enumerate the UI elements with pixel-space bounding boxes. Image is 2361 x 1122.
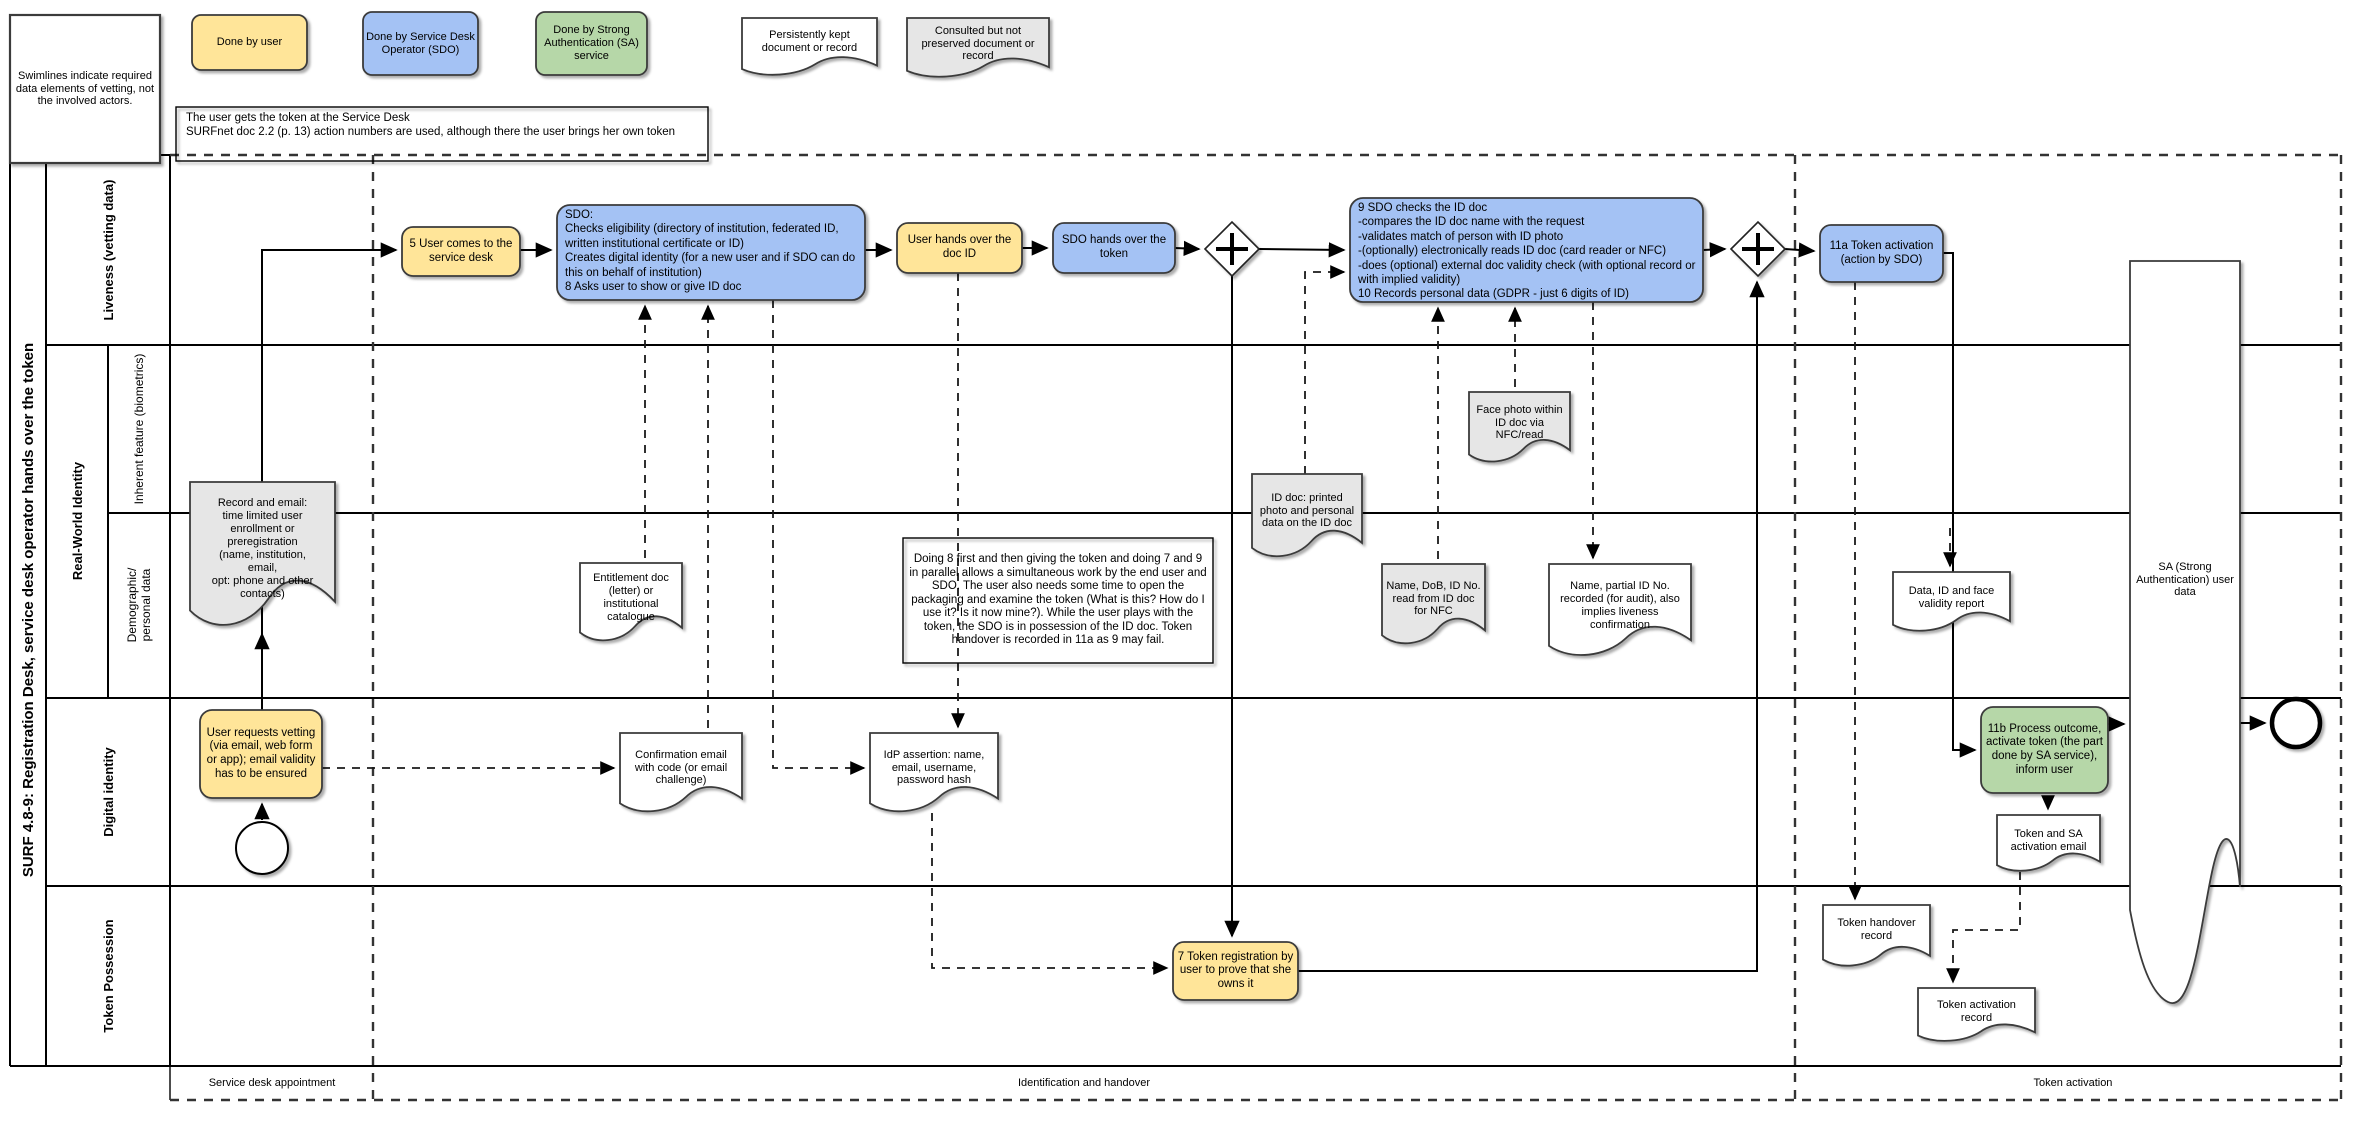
task-sdo-hands-label: SDO hands over the token [1061,234,1167,260]
doc-validity-report [1892,571,2011,632]
task-user-requests-label: User requests vetting (via email, web fo… [206,726,316,780]
phase-label-service-desk: Service desk appointment [208,1076,336,1089]
task-9-label: 9 SDO checks the ID doc -compares the ID… [1358,202,1696,301]
legend-kept-doc: Persistently kept document or record [761,29,858,54]
legend-consulted-doc-shape [906,17,1050,78]
doc-entitlement [579,562,683,642]
legend-consulted-doc: Consulted but not preserved document or … [921,24,1035,63]
legend-done-by-sa-box [535,11,648,76]
task-user-requests-vetting [199,709,323,799]
doc-validity-report-label: Data, ID and face validity report [1908,585,1995,610]
doc-record-and-email [189,481,336,626]
shapes [8,11,2323,1042]
assoc-email-to-activation-record [1946,872,2021,984]
legend-kept-doc-shape [741,17,878,76]
task-11b-process-outcome [1980,706,2109,794]
doc-name-dob-label: Name, DoB, ID No. read from ID doc for N… [1386,579,1481,618]
legend-done-by-user-box [191,14,308,71]
task-sdo-checks-eligibility [556,204,866,301]
doc-id-doc-label: ID doc: printed photo and personal data … [1259,491,1355,530]
task-sdo-checks-label: SDO: Checks eligibility (directory of in… [565,209,856,293]
task-7-label: 7 Token registration by user to prove th… [1177,950,1294,990]
task-9-sdo-checks-id [1349,197,1704,303]
legend-done-by-user: Done by user [216,36,283,49]
lane-label-liveness: Liveness (vetting data) [100,179,116,321]
swimlane-note: Swimlines indicate required data element… [15,69,155,108]
flow-request-to-t5 [261,242,398,710]
task-7-token-registration [1172,941,1299,1001]
assoc-idp-to-t7 [931,813,1169,975]
flow-gw1-to-t9 [1258,242,1346,258]
sequence-flows [254,240,2267,972]
legend-done-by-sa: Done by Strong Authentication (SA) servi… [544,24,639,62]
pool-title: SURF 4.8-9: Registration Desk, service d… [19,342,37,878]
lane-label-token: Token Possession [100,919,116,1033]
doc-idp-assertion-label: IdP assertion: name, email, username, pa… [883,748,985,787]
doc-handover-record-label: Token handover record [1837,917,1916,942]
lane-label-inherent: Inherent feature (biometrics) [132,353,146,505]
annotation-doing-8-box [902,537,1214,664]
task-11b-label: 11b Process outcome, activate token (the… [1986,722,2103,776]
flow-gw2-to-t11a [1784,242,1816,258]
plus-icon [1742,233,1774,265]
doc-name-partial-label: Name, partial ID No. recorded (for audit… [1560,580,1680,631]
doc-activation-record [1917,987,2036,1042]
doc-id-doc-printed [1251,473,1363,558]
datastore-sa-user-data [2129,260,2241,1004]
swimlane-note-box [8,13,162,165]
plus-icon [1216,233,1248,265]
flow-t11a-to-t11b [1943,252,1977,758]
pool-frame [9,153,2343,1102]
task-user-hands-label: User hands over the doc ID [907,234,1012,260]
assoc-iddoc-to-t9 [1304,265,1346,474]
doc-name-dob [1381,563,1486,645]
top-note: The user gets the token at the Service D… [186,112,676,139]
doc-face-photo [1468,391,1571,463]
phase-label-token-activation: Token activation [2033,1076,2113,1089]
doc-idp-assertion [869,732,999,813]
doc-record-email-label: Record and email: time limited user enro… [211,497,314,600]
doc-token-sa-email [1996,814,2101,872]
task-sdo-hands-token [1052,222,1176,274]
doc-name-partial [1548,563,1692,656]
task-user-hands-doc [896,222,1023,274]
lane-label-real-world: Real-World Identity [69,461,85,581]
doc-confirm-email-label: Confirmation email with code (or email c… [634,748,728,787]
doc-confirmation-email [619,732,743,813]
end-event-circle [2269,696,2323,750]
gateway-parallel-1 [1203,220,1261,278]
doc-entitlement-label: Entitlement doc (letter) or institutiona… [593,572,669,623]
task-5-user-comes [401,226,521,277]
task-5-label: 5 User comes to the service desk [409,237,513,264]
legend-done-by-sdo: Done by Service Desk Operator (SDO) [366,30,475,56]
task-11a-label: 11a Token activation (action by SDO) [1829,239,1934,266]
gateway-parallel-2 [1729,220,1787,278]
lane-label-digital: Digital identity [100,747,116,837]
legend-done-by-sdo-box [362,11,479,76]
flow-sdohands-to-gw1 [1174,240,1201,257]
doc-token-sa-email-label: Token and SA activation email [2010,828,2087,853]
start-event-circle [235,821,289,875]
flow-t9-to-gw2 [1702,242,1727,258]
annotation-doing-8: Doing 8 first and then giving the token … [909,553,1207,647]
data-associations [322,265,2055,984]
doc-activation-record-label: Token activation record [1937,999,2016,1024]
doc-handover-record [1822,904,1931,967]
doc-face-photo-label: Face photo within ID doc via NFC/read [1476,403,1563,442]
datastore-sa-label: SA (Strong Authentication) user data [2136,560,2234,599]
lane-label-demographic: Demographic/ personal data [125,567,153,643]
assoc-sdo-to-idp [772,300,866,775]
phase-label-identification: Identification and handover [1017,1076,1151,1089]
flow-t7-to-gw2 [1298,280,1765,972]
task-11a-token-activation [1819,224,1944,283]
top-note-box [175,106,709,162]
